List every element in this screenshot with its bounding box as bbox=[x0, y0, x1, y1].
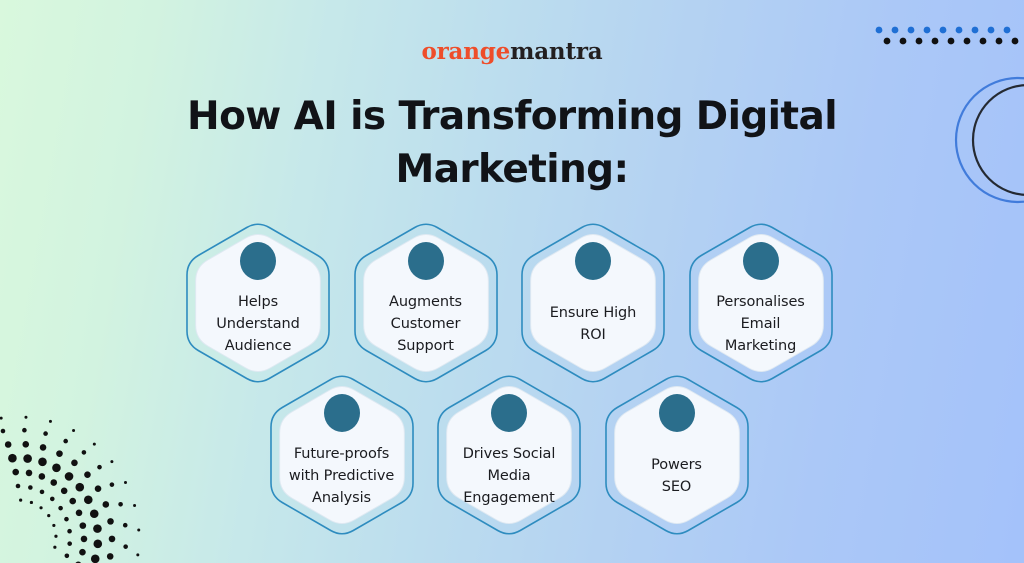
hexagon-shape bbox=[604, 375, 749, 535]
page-title: How AI is Transforming Digital Marketing… bbox=[152, 90, 872, 197]
hexagon-label-line: Drives Social bbox=[462, 446, 556, 462]
hexagon-outline bbox=[186, 223, 330, 383]
hexagon-label-line: Analysis bbox=[312, 490, 371, 507]
hexagon-inner-fill bbox=[362, 234, 489, 372]
hexagon-shape bbox=[521, 223, 665, 383]
hexagon-inner-fill bbox=[613, 386, 740, 524]
hexagon-icon-circle bbox=[323, 394, 360, 432]
hexagon-inner-fill bbox=[446, 386, 572, 524]
hexagon-outline bbox=[604, 375, 749, 535]
hexagon-outline bbox=[353, 223, 498, 383]
hexagon-label-line: Powers bbox=[651, 457, 702, 473]
hexagon-label-line: Marketing bbox=[724, 338, 797, 355]
hexagon-outline bbox=[521, 223, 665, 383]
brand-logo: orangemantra bbox=[0, 40, 1024, 63]
hexagon-inner-fill bbox=[530, 234, 656, 372]
hexagon-outline bbox=[437, 375, 581, 535]
logo-text-orange: orange bbox=[421, 38, 511, 65]
hexagon-outline bbox=[688, 223, 833, 383]
hexagon-label-line: Audience bbox=[224, 338, 292, 355]
hexagon-icon-circle bbox=[575, 242, 611, 280]
page-title-line-1: How AI is Transforming Digital bbox=[187, 94, 838, 139]
hexagon-label-line: Support bbox=[397, 338, 454, 355]
hexagon-label-line: Augments bbox=[389, 294, 462, 310]
hexagon-inner-fill bbox=[195, 234, 321, 372]
hexagon-label-line: Personalises bbox=[716, 294, 805, 310]
hexagon-inner-fill bbox=[278, 386, 405, 524]
hexagon-icon-circle bbox=[658, 394, 695, 432]
hexagon-label-line: Ensure High bbox=[549, 305, 637, 321]
hexagon-shape bbox=[269, 375, 414, 535]
hexagon-label-line: Media bbox=[487, 468, 531, 485]
hexagon-icon-circle bbox=[240, 242, 276, 280]
hexagon-label-line: Helps bbox=[237, 294, 279, 310]
logo-text-mantra: mantra bbox=[510, 38, 603, 65]
hexagon-label-line: Email bbox=[740, 316, 781, 333]
hexagon-shape bbox=[186, 223, 330, 383]
hexagon-label-line: Customer bbox=[390, 316, 461, 333]
hexagon-inner-fill bbox=[697, 234, 824, 372]
hexagon-label-line: SEO bbox=[661, 479, 692, 496]
hexagon-shape bbox=[688, 223, 833, 383]
hexagon-icon-circle bbox=[742, 242, 779, 280]
hexagon-icon-circle bbox=[491, 394, 527, 432]
hexagon-outline bbox=[269, 375, 414, 535]
hexagon-label-line: with Predictive bbox=[288, 468, 395, 485]
hexagon-label-line: Future-proofs bbox=[293, 446, 390, 462]
hexagon-icon-circle bbox=[407, 242, 444, 280]
hexagon-shape bbox=[353, 223, 498, 383]
hexagon-label-line: ROI bbox=[580, 327, 606, 344]
hexagon-label-line: Understand bbox=[216, 316, 300, 333]
hexagon-label-line: Engagement bbox=[463, 490, 555, 507]
hexagon-shape bbox=[437, 375, 581, 535]
page-title-line-2: Marketing: bbox=[395, 147, 630, 193]
